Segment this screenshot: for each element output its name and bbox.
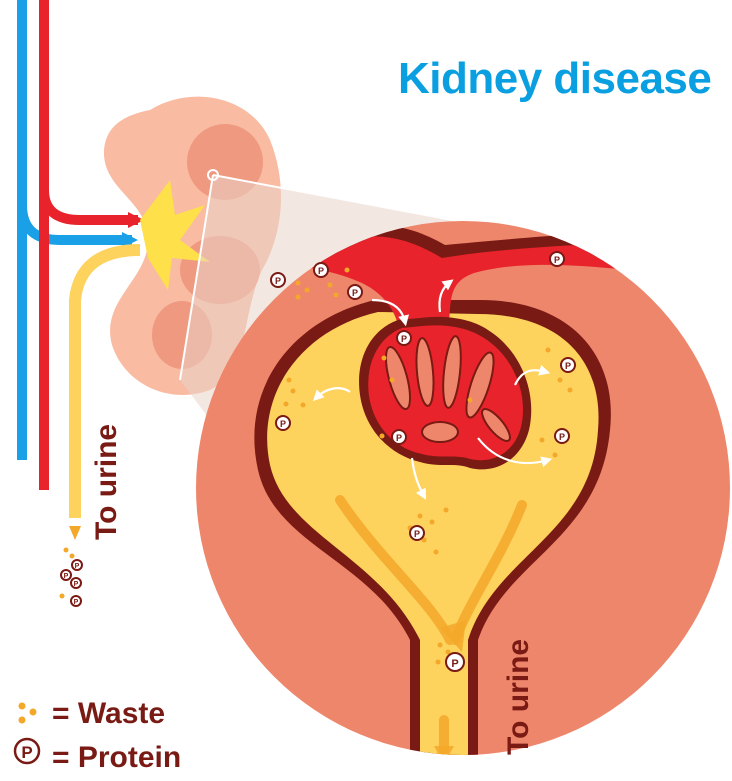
svg-text:P: P [414, 529, 420, 539]
svg-text:P: P [451, 658, 458, 670]
svg-text:P: P [554, 255, 560, 265]
svg-text:P: P [280, 419, 286, 429]
svg-text:P: P [318, 266, 324, 276]
protein-legend-icon: P [15, 739, 39, 763]
legend-protein-label: = Protein [52, 741, 181, 775]
svg-text:P: P [565, 361, 571, 371]
svg-text:P: P [74, 581, 79, 588]
legend-waste-label: = Waste [52, 697, 165, 731]
svg-text:P: P [352, 288, 358, 298]
to-urine-label-right: To urine [502, 639, 535, 755]
page-title: Kidney disease [398, 54, 711, 104]
svg-text:P: P [74, 599, 79, 606]
protein-legend-symbol: P [21, 743, 32, 762]
svg-text:P: P [559, 432, 565, 442]
waste-legend-icon [19, 703, 37, 724]
svg-text:P: P [64, 573, 69, 580]
svg-text:P: P [401, 334, 407, 344]
svg-text:P: P [396, 433, 402, 443]
svg-text:P: P [275, 276, 281, 286]
svg-text:P: P [75, 563, 80, 570]
to-urine-label-left: To urine [90, 424, 123, 540]
